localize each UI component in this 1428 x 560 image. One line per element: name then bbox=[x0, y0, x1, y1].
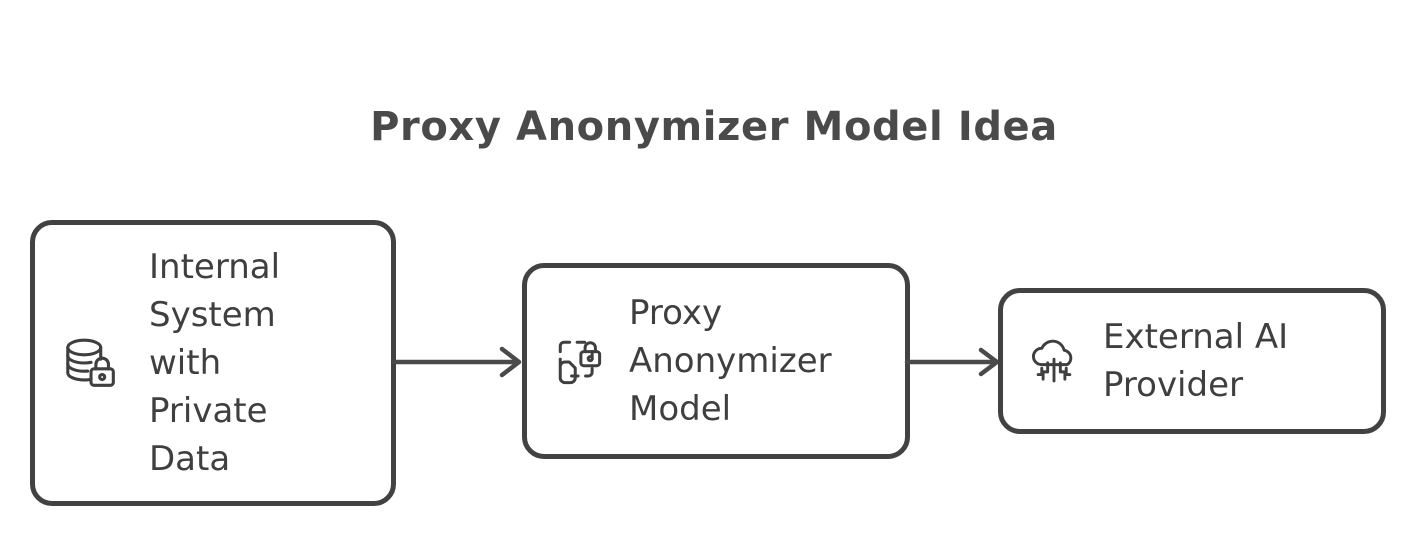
node-internal-system-content: Internal System with Private Data bbox=[35, 243, 391, 483]
node-internal-system[interactable]: Internal System with Private Data bbox=[30, 220, 396, 506]
node-external-ai-content: External AI Provider bbox=[1003, 313, 1381, 409]
edge-internal-to-proxy bbox=[390, 336, 530, 388]
cloud-circuit-icon bbox=[1025, 332, 1083, 390]
node-proxy-anonymizer-label: Proxy Anonymizer Model bbox=[629, 293, 832, 429]
arrow-right-icon bbox=[499, 346, 522, 378]
page-title: Proxy Anonymizer Model Idea bbox=[370, 104, 1058, 150]
database-lock-icon bbox=[61, 332, 123, 394]
edge-proxy-to-external bbox=[903, 340, 1013, 386]
anonymize-lock-icon bbox=[549, 331, 609, 391]
node-proxy-anonymizer[interactable]: Proxy Anonymizer Model bbox=[522, 263, 910, 459]
arrow-right-icon bbox=[978, 347, 1000, 377]
node-internal-system-label: Internal System with Private Data bbox=[149, 247, 281, 479]
node-external-ai[interactable]: External AI Provider bbox=[998, 288, 1386, 434]
node-proxy-anonymizer-content: Proxy Anonymizer Model bbox=[527, 289, 905, 433]
node-external-ai-label: External AI Provider bbox=[1103, 317, 1289, 405]
